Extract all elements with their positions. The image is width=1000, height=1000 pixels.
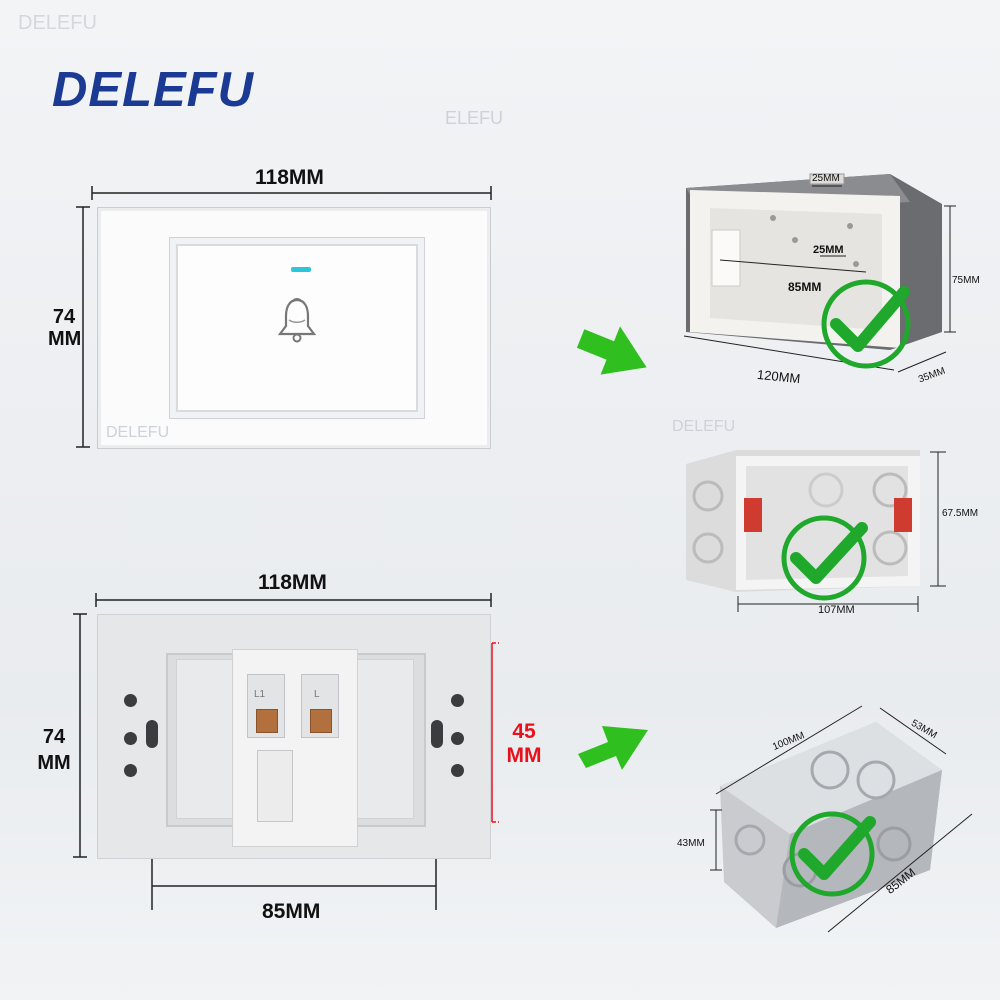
plastic-box-large	[683, 173, 956, 373]
watermark-top-left: DELEFU	[18, 12, 97, 34]
box1-height-label: 75MM	[952, 275, 980, 286]
brand-logo: DELEFU	[52, 63, 254, 117]
inner-height-label: 45 MM	[503, 720, 545, 768]
terminal-block: L1 L	[232, 649, 358, 847]
screw-hole	[124, 694, 137, 707]
mounting-slot-left	[146, 720, 158, 748]
inner-height-unit: MM	[506, 744, 542, 767]
box1-top-slot-label: 25MM	[812, 173, 840, 184]
back-switch-plate: L1 L	[97, 614, 491, 859]
terminal-right: L	[301, 674, 339, 738]
terminal-left-screw	[256, 709, 278, 733]
screw-hole	[124, 732, 137, 745]
indicator-light	[291, 267, 311, 272]
metal-box	[710, 705, 973, 933]
box2-height-label: 67.5MM	[942, 508, 979, 519]
terminal-right-label: L	[314, 689, 320, 700]
doorbell-rocker-button	[176, 244, 418, 412]
back-width-label: 118MM	[258, 571, 327, 594]
plastic-box-small	[686, 450, 946, 612]
back-height-unit: MM	[37, 752, 71, 774]
watermark-partial: ELEFU	[445, 108, 504, 128]
back-height-label: 74 MM	[34, 724, 74, 776]
screw-hole	[451, 764, 464, 777]
box1-inner-span-label: 85MM	[788, 280, 822, 294]
screw-hole	[451, 732, 464, 745]
front-height-unit: MM	[48, 328, 82, 350]
switch-mechanism	[257, 750, 293, 822]
front-switch-plate: DELEFU	[97, 207, 491, 449]
front-height-label: 74 MM	[48, 306, 82, 350]
arrow-right-icon	[578, 726, 648, 770]
box1-watermark: DELEFU	[672, 418, 736, 435]
box3-height-label: 43MM	[677, 838, 705, 849]
back-height-value: 74	[42, 726, 66, 748]
mounting-slot-right	[431, 720, 443, 748]
terminal-right-screw	[310, 709, 332, 733]
doorbell-icon	[277, 298, 317, 343]
screw-hole	[124, 764, 137, 777]
arrow-right-icon	[576, 326, 647, 375]
inner-height-value: 45	[512, 720, 536, 743]
box1-inner-slot-label: 25MM	[813, 244, 844, 256]
check-mark-icon	[781, 515, 868, 601]
box2-width-label: 107MM	[818, 604, 855, 616]
check-mark-icon	[789, 811, 876, 897]
terminal-left-label: L1	[254, 689, 266, 700]
hole-spacing-label: 85MM	[262, 900, 321, 923]
check-mark-icon	[821, 279, 911, 369]
plate-watermark: DELEFU	[106, 424, 170, 441]
terminal-left: L1	[247, 674, 285, 738]
screw-hole	[451, 694, 464, 707]
front-height-value: 74	[52, 306, 76, 328]
front-width-label: 118MM	[255, 166, 324, 189]
